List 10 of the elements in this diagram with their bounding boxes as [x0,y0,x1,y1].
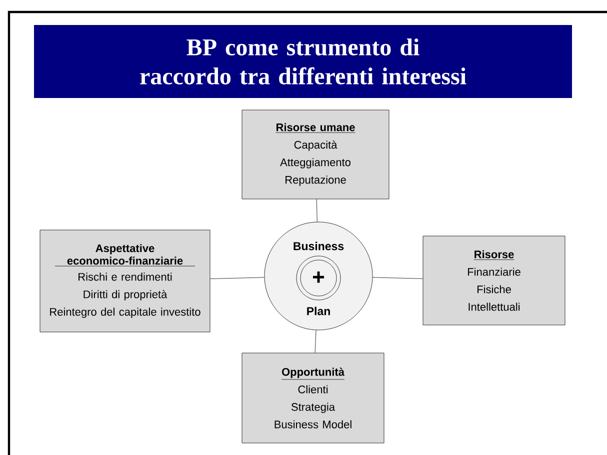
connector-line [372,277,423,279]
connector-line [316,199,318,222]
text-box: Risorse umane Capacità Atteggiamento Reputazione [242,110,390,200]
connector-line [210,277,265,279]
text-box: Risorse Finanziarie Fisiche Intellettuali [422,236,566,326]
text-box: Opportunità Clienti Strategia Business Model [242,352,384,444]
text-box: Aspettative economico-finanziarie Rischi e rendimenti Diritti di proprietà Reintegro del capitale investito [40,230,210,332]
connector-line [314,330,316,353]
plus-ring: + [296,256,341,300]
title-banner: BP come strumento di raccordo tra differenti interessi [34,25,572,98]
